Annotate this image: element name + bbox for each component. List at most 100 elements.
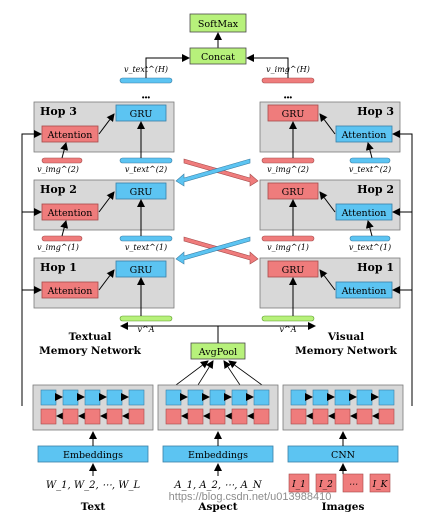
img-hop1-label: Hop 1 — [357, 261, 394, 274]
image-tile-label: I_K — [372, 480, 389, 490]
text-hop2-gru-label: GRU — [130, 187, 153, 198]
forward-cell — [312, 389, 329, 406]
image-encoder-block — [282, 384, 404, 431]
text-img-vector-1 — [41, 235, 83, 242]
backward-cell — [231, 408, 248, 425]
forward-cell — [290, 389, 307, 406]
text-img-vector-2-label: v_img^(2) — [37, 165, 79, 174]
cross-arrows-lower — [175, 236, 259, 265]
aspect-vector-left — [119, 315, 173, 322]
img-text-vector-2 — [349, 157, 391, 164]
text-hop1-label: Hop 1 — [40, 261, 77, 274]
img-hop3-label: Hop 3 — [357, 105, 394, 118]
backward-cell — [40, 408, 57, 425]
img-hop1-attention-label: Attention — [341, 286, 387, 297]
text-hop1-gru-label: GRU — [130, 265, 153, 276]
image-tile — [288, 473, 310, 493]
backward-cell — [378, 408, 395, 425]
forward-cell — [84, 389, 101, 406]
images-input-label: Images — [322, 501, 365, 513]
img-hop2-gru-label: GRU — [282, 187, 305, 198]
forward-cell — [209, 389, 226, 406]
image-tile — [315, 473, 337, 493]
img-output-vector — [261, 77, 315, 84]
concat-label: Concat — [201, 52, 235, 63]
img-hop1-gru-label: GRU — [282, 265, 305, 276]
backward-cell — [187, 408, 204, 425]
backward-cell — [356, 408, 373, 425]
aspect-vector-left-label: v^A — [138, 325, 155, 334]
img-hop2-label: Hop 2 — [357, 183, 394, 196]
text-hop3-attention — [41, 125, 99, 143]
aspect-sequence: A_1, A_2, ⋯, A_N — [173, 480, 262, 491]
backward-cell — [312, 408, 329, 425]
backward-cell — [165, 408, 182, 425]
text-img-vector-2 — [41, 157, 83, 164]
text-hop2-label: Hop 2 — [40, 183, 77, 196]
text-hop3-attention-label: Attention — [47, 130, 93, 141]
img-text-vector-2-label: v_text^(2) — [349, 165, 391, 174]
text-hop3-gru-label: GRU — [130, 109, 153, 120]
text-encoder-block — [32, 384, 154, 431]
textual-network-label-1: Textual — [69, 331, 112, 343]
backward-cell — [209, 408, 226, 425]
text-hop1-attention — [41, 281, 99, 299]
forward-cell — [356, 389, 373, 406]
forward-cell — [106, 389, 123, 406]
image-tile-label: I_1 — [291, 480, 306, 490]
forward-cell — [62, 389, 79, 406]
forward-cell — [378, 389, 395, 406]
image-tile-label: I_2 — [318, 480, 333, 490]
img-hop3-gru-label: GRU — [282, 109, 305, 120]
backward-cell — [128, 408, 145, 425]
forward-cell — [334, 389, 351, 406]
img-text-vector-1-label: v_text^(1) — [349, 243, 391, 252]
text-hop3-label: Hop 3 — [40, 105, 77, 118]
backward-cell — [84, 408, 101, 425]
image-tile — [342, 473, 364, 493]
text-dots: ••• — [142, 93, 151, 102]
image-tile — [369, 473, 391, 493]
aspect-encoder-block — [157, 384, 279, 431]
image-inputs: I_1 I_2 ⋯ I_K — [288, 473, 391, 493]
img-img-vector-2 — [261, 157, 315, 164]
softmax-label: SoftMax — [198, 19, 239, 30]
aspect-vector-right — [261, 315, 315, 322]
cnn-label: CNN — [331, 450, 355, 461]
image-tile-label: ⋯ — [349, 480, 358, 490]
text-input-label: Text — [81, 501, 106, 513]
text-sequence: W_1, W_2, ⋯, W_L — [46, 480, 141, 491]
forward-cell — [128, 389, 145, 406]
text-output-vector — [119, 77, 173, 84]
cross-arrows-upper — [175, 158, 259, 187]
aspect-input-label: Aspect — [197, 501, 237, 513]
backward-cell — [106, 408, 123, 425]
text-embeddings-label: Embeddings — [63, 450, 123, 461]
forward-cell — [231, 389, 248, 406]
text-img-vector-1-label: v_img^(1) — [37, 243, 79, 252]
forward-cell — [165, 389, 182, 406]
forward-cell — [187, 389, 204, 406]
text-text-vector-2-label: v_text^(2) — [125, 165, 167, 174]
forward-cell — [253, 389, 270, 406]
forward-cell — [40, 389, 57, 406]
img-text-vector-1 — [349, 235, 391, 242]
img-hop2-attention-label: Attention — [341, 208, 387, 219]
backward-cell — [334, 408, 351, 425]
img-img-vector-1-label: v_img^(1) — [267, 243, 309, 252]
text-text-vector-2 — [119, 157, 173, 164]
text-hop1-attention-label: Attention — [47, 286, 93, 297]
visual-network-label-2: Memory Network — [295, 345, 397, 357]
textual-network-label-2: Memory Network — [39, 345, 141, 357]
backward-cell — [253, 408, 270, 425]
backward-cell — [290, 408, 307, 425]
text-text-vector-1 — [119, 235, 173, 242]
text-text-vector-1-label: v_text^(1) — [125, 243, 167, 252]
img-img-vector-1 — [261, 235, 315, 242]
aspect-vector-right-label: v^A — [280, 325, 297, 334]
visual-network-label-1: Visual — [327, 331, 364, 343]
aspect-embeddings-label: Embeddings — [188, 450, 248, 461]
avgpool-label: AvgPool — [198, 347, 237, 358]
img-dots: ••• — [284, 93, 293, 102]
